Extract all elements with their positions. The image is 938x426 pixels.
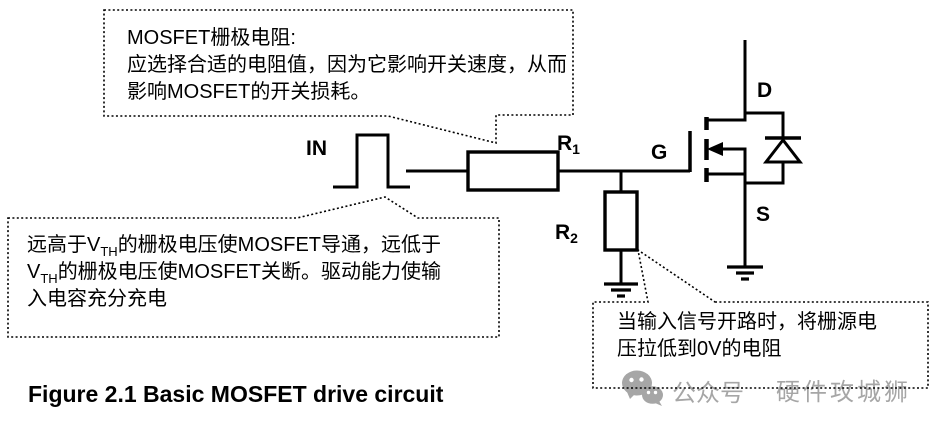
callout-vth: 远高于VTH的栅极电压使MOSFET导通，远低于 VTH的栅极电压使MOSFET…	[27, 232, 441, 313]
label-r2: R2	[555, 221, 578, 245]
label-r2-base: R	[555, 221, 571, 244]
mosfet-symbol	[688, 40, 747, 267]
watermark-account-label: 公众号	[672, 380, 744, 407]
mosfet-body-arrow	[707, 142, 723, 156]
wechat-icon	[622, 370, 663, 406]
figure-caption: Figure 2.1 Basic MOSFET drive circuit	[28, 381, 444, 407]
callout-pulldown: 当输入信号开路时，将栅源电 压拉低到0V的电阻	[617, 309, 877, 363]
vth-line2: VTH的栅极电压使MOSFET关断。驱动能力使输	[27, 259, 441, 286]
resistor-r1-symbol	[466, 150, 560, 192]
callout-gate-resistor: MOSFET栅极电阻: 应选择合适的电阻值，因为它影响开关速度，从而 影响MOS…	[127, 25, 567, 106]
label-drain: D	[757, 79, 773, 102]
vth-line1: 远高于VTH的栅极电压使MOSFET导通，远低于	[27, 232, 441, 259]
resistor-r2-symbol	[603, 190, 639, 252]
gate-resistor-line1: MOSFET栅极电阻:	[127, 27, 296, 49]
pulse-waveform	[333, 133, 410, 189]
pulldown-line1: 当输入信号开路时，将栅源电	[617, 311, 877, 333]
label-input: IN	[306, 137, 327, 160]
label-r1-subscript: 1	[572, 141, 580, 157]
vth-line1-subscript: TH	[100, 244, 118, 259]
vth-line2-rest: 的栅极电压使MOSFET关断。驱动能力使输	[57, 261, 442, 283]
vth-line1-rest: 的栅极电压使MOSFET导通，远低于	[117, 234, 442, 256]
vth-line1-pre: 远高于V	[27, 234, 101, 256]
body-diode	[745, 111, 804, 185]
label-source: S	[756, 203, 771, 226]
label-gate: G	[651, 141, 668, 164]
mosfet-source-lead	[706, 172, 747, 267]
vth-line2-subscript: TH	[40, 271, 58, 286]
ground-symbol-r2	[604, 282, 638, 298]
label-r1: R1	[557, 132, 580, 156]
callout-border-pulldown	[592, 248, 929, 389]
label-r2-subscript: 2	[570, 230, 578, 246]
vth-line3: 入电容充分充电	[27, 288, 167, 310]
callout-border-gate-resistor	[103, 9, 574, 145]
ground-symbol-source	[727, 265, 763, 281]
watermark-account-name: 硬件攻城狮	[776, 379, 911, 406]
mosfet-drain-lead	[706, 40, 747, 122]
pulldown-line2: 压拉低到0V的电阻	[617, 338, 782, 360]
label-r1-base: R	[557, 132, 573, 155]
vth-line2-pre: V	[27, 261, 41, 283]
gate-resistor-line2: 应选择合适的电阻值，因为它影响开关速度，从而	[127, 54, 567, 76]
gate-resistor-line3: 影响MOSFET的开关损耗。	[127, 81, 371, 103]
callout-border-vth	[7, 196, 500, 338]
